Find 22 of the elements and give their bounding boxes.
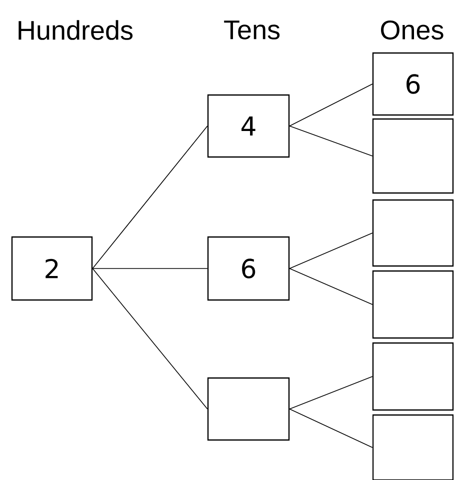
- number-box: 2: [11, 236, 93, 301]
- number-box: 6: [372, 52, 454, 116]
- connector-line: [289, 268, 373, 305]
- empty-box: [372, 199, 454, 267]
- connector-line: [92, 268, 208, 269]
- empty-box: [372, 270, 454, 339]
- connector-line: [289, 232, 373, 269]
- number-box: 4: [207, 94, 290, 158]
- column-heading: Ones: [381, 20, 444, 40]
- empty-box: [372, 342, 454, 411]
- connector-line: [289, 408, 373, 448]
- empty-box: [207, 377, 290, 441]
- connector-line: [92, 126, 208, 269]
- column-heading: Tens: [224, 20, 280, 40]
- connector-line: [289, 376, 373, 410]
- empty-box: [372, 118, 454, 194]
- empty-box: [372, 414, 454, 480]
- connector-line: [289, 84, 373, 126]
- connector-line: [289, 126, 373, 156]
- connector-line: [92, 268, 208, 410]
- column-heading: Hundreds: [18, 20, 133, 40]
- number-box: 6: [207, 236, 290, 301]
